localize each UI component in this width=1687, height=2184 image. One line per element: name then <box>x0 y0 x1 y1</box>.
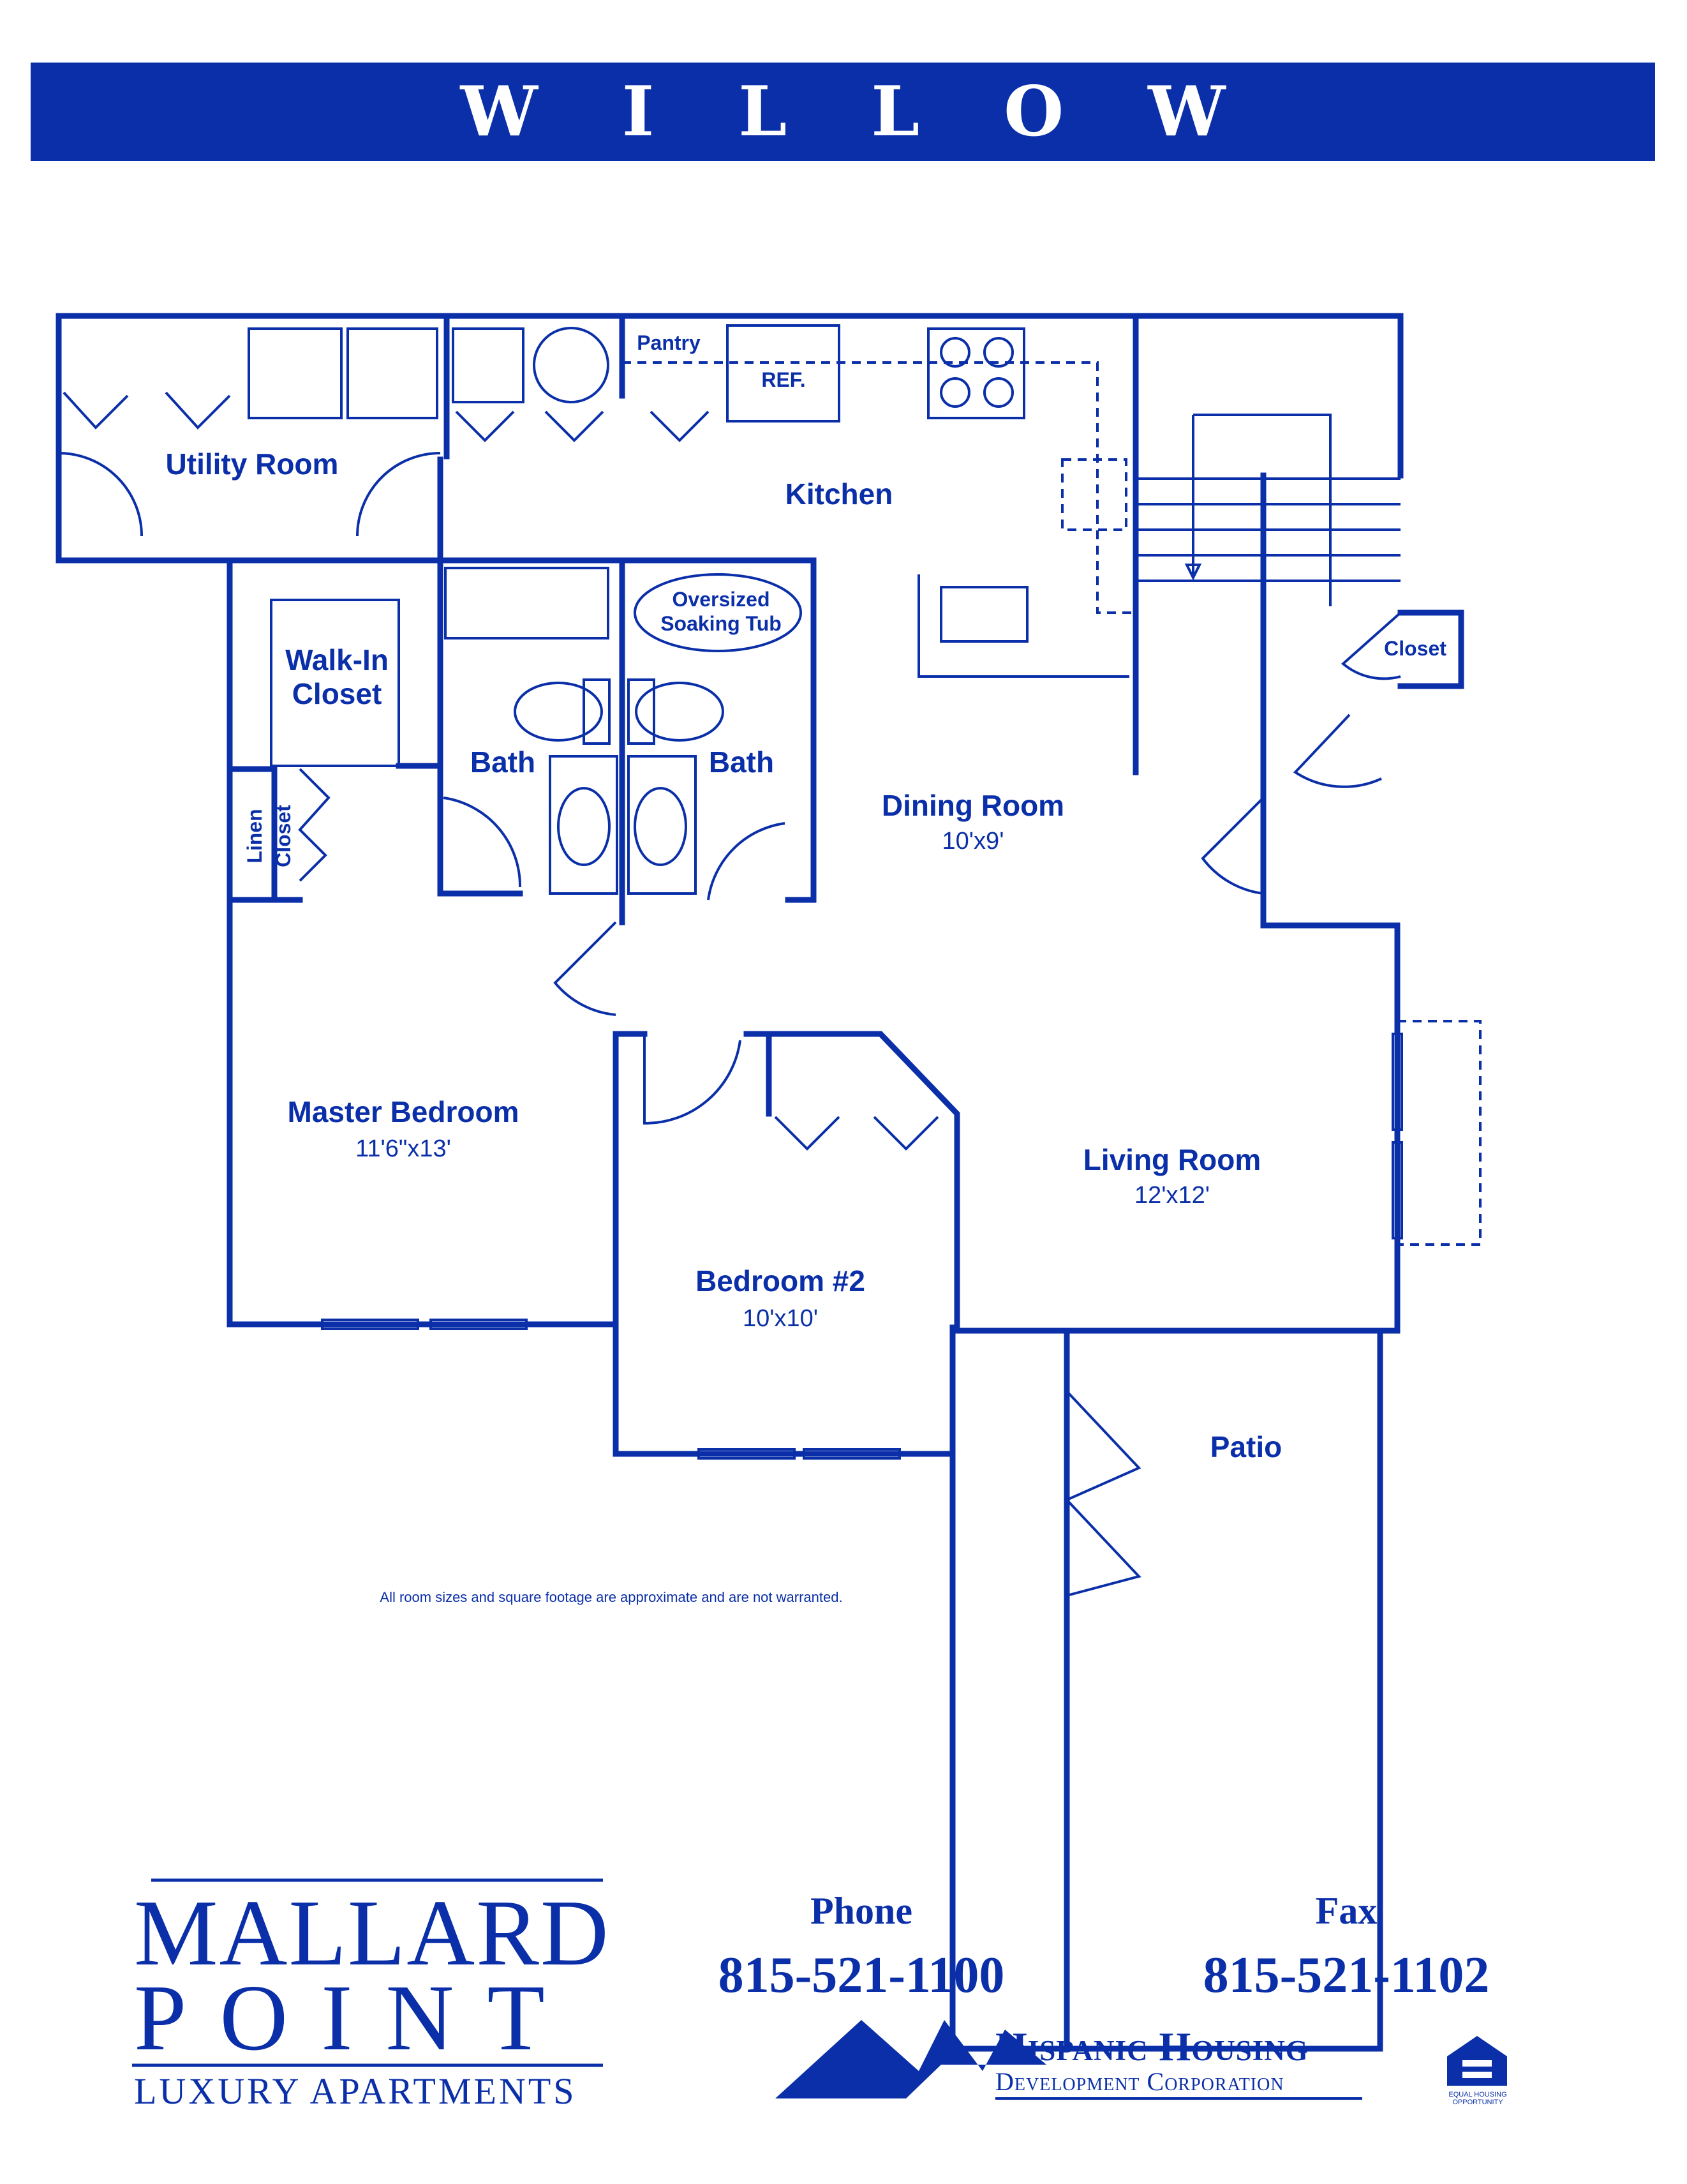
fixtures <box>58 324 1482 1597</box>
title-banner: WILLOW <box>31 63 1655 161</box>
label-walkin-closet: Closet <box>292 677 382 710</box>
label-soaking-tub: Soaking Tub <box>660 612 782 635</box>
label-master-bedroom: Master Bedroom <box>288 1095 519 1128</box>
master-bedroom-size: 11'6"x13' <box>355 1135 451 1162</box>
fax-number: 815-521-1102 <box>1203 1947 1490 2003</box>
label-kitchen: Kitchen <box>785 477 893 511</box>
brand-luxury: LUXURY APARTMENTS <box>134 2070 577 2112</box>
label-bath-left: Bath <box>470 745 535 779</box>
label-linen-closet: Closet <box>272 805 295 867</box>
label-bath-right: Bath <box>709 745 774 779</box>
label-ref: REF. <box>761 368 805 391</box>
hhdc-logo-icon <box>775 2020 1046 2098</box>
equal-housing-label: EQUAL HOUSING OPPORTUNITY <box>1448 2091 1507 2107</box>
label-closet: Closet <box>1384 637 1446 660</box>
hhdc-name: Hispanic Housing <box>995 2024 1309 2069</box>
floor-plan-title: WILLOW <box>460 71 1310 152</box>
label-utility-room: Utility Room <box>166 447 339 481</box>
disclaimer: All room sizes and square footage are ap… <box>380 1589 842 1605</box>
label-pantry: Pantry <box>637 331 701 354</box>
hhdc-tagline: Development Corporation <box>995 2067 1284 2096</box>
label-oversized: Oversized <box>673 588 770 611</box>
label-bedroom-2: Bedroom #2 <box>695 1264 865 1298</box>
dining-room-size: 10'x9' <box>942 828 1004 855</box>
label-linen: Linen <box>243 809 266 863</box>
walls <box>56 313 1464 2052</box>
bedroom-2-size: 10'x10' <box>743 1305 818 1332</box>
label-dining-room: Dining Room <box>882 789 1064 822</box>
phone-label: Phone <box>810 1890 913 1932</box>
label-patio: Patio <box>1210 1430 1282 1463</box>
brand-point: POINT <box>134 1966 578 2070</box>
brand-mallard: MALLARD <box>134 1881 610 1986</box>
label-walkin: Walk-In <box>285 643 389 677</box>
fax-label: Fax <box>1315 1890 1378 1932</box>
label-living-room: Living Room <box>1083 1143 1261 1176</box>
living-room-size: 12'x12' <box>1134 1182 1210 1209</box>
phone-number: 815-521-1100 <box>718 1947 1005 2003</box>
equal-housing-icon <box>1447 2036 1507 2086</box>
